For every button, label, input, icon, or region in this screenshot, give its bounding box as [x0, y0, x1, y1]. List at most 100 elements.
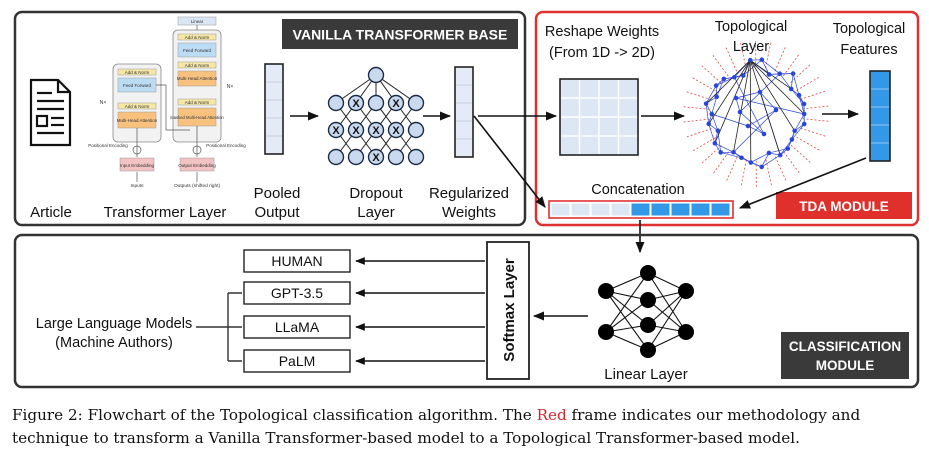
output-gpt-3-5-label: GPT-3.5 — [271, 285, 323, 301]
softmax-layer-label: Softmax Layer — [501, 258, 518, 362]
dropout-node — [347, 148, 365, 166]
reg-label-line1: Regularized — [429, 185, 509, 202]
dropout-label-line1: Dropout — [349, 185, 403, 202]
topo-node — [739, 155, 744, 161]
dropout-node — [327, 148, 345, 166]
topo-label-line2: Layer — [733, 39, 769, 55]
topological-features-vector — [869, 70, 891, 162]
encoder-add-norm-mid — [117, 102, 157, 110]
concat-cell-weight — [570, 202, 591, 217]
topo-node — [718, 150, 724, 155]
dropped-node-mark: X — [332, 125, 340, 137]
topo-rays — [682, 39, 830, 189]
topo-node — [721, 76, 727, 82]
dropped-node-mark: X — [372, 125, 380, 137]
topo-node — [714, 94, 719, 100]
concat-cell-topological — [670, 202, 691, 217]
linear-node — [640, 265, 656, 281]
concat-cell-weight — [590, 202, 611, 217]
cls-label-line2: MODULE — [816, 358, 875, 373]
topo-node — [759, 57, 765, 63]
dropout-node — [367, 94, 385, 112]
regularized-weights-vector — [454, 66, 474, 158]
svg-text:Add & Norm: Add & Norm — [185, 35, 210, 40]
svg-text:Add & Norm: Add & Norm — [185, 63, 210, 68]
llm-label-line2: (Machine Authors) — [55, 335, 173, 351]
concat-cell-topological — [650, 202, 671, 217]
output-embedding — [179, 157, 215, 172]
output-gpt-3-5-box — [243, 281, 351, 305]
classification-module-frame — [13, 233, 920, 389]
dropout-node — [367, 121, 385, 139]
regularized-weights-cells — [456, 84, 472, 140]
output-llama-label: LLaMA — [275, 319, 320, 335]
cls-label-line1: CLASSIFICATION — [789, 339, 901, 354]
concat-outline — [548, 200, 734, 219]
transformer-architecture: Add & Norm Feed Forward Add & Norm Multi… — [88, 16, 246, 189]
reshape-weights-grid — [559, 78, 639, 156]
arrow-features-to-concat — [738, 157, 867, 209]
linear-node — [640, 292, 656, 308]
encoder-add-norm-top — [117, 68, 157, 76]
pooled-output-vector — [264, 63, 284, 155]
topo-node — [761, 131, 767, 137]
topo-node — [706, 121, 712, 127]
transformer-layer-label: Transformer Layer — [104, 204, 227, 221]
svg-text:Add & Norm: Add & Norm — [125, 70, 150, 75]
input-embedding — [119, 157, 155, 172]
svg-text:N×: N× — [227, 84, 234, 90]
topo-node — [757, 89, 763, 95]
dropout-node — [347, 121, 365, 139]
svg-text:Input Embedding: Input Embedding — [120, 163, 155, 168]
topo-node — [713, 83, 719, 88]
output-llama-box — [243, 315, 351, 339]
decoder-multi-head-attention — [177, 70, 217, 87]
concatenation-vector — [548, 200, 734, 219]
topo-node — [773, 107, 779, 113]
dropped-node-mark: X — [352, 125, 360, 137]
reg-label-line2: Weights — [442, 204, 496, 221]
topo-node — [709, 111, 715, 117]
topo-node — [731, 149, 736, 155]
concat-cell-topological — [710, 202, 731, 217]
svg-text:Linear: Linear — [191, 19, 204, 24]
linear-layer-label: Linear Layer — [604, 366, 687, 383]
output-human-box — [243, 249, 351, 273]
softmax-layer-box — [486, 241, 530, 380]
topo-node — [801, 101, 807, 107]
topo-node — [740, 73, 746, 78]
dropout-node — [387, 148, 405, 166]
output-palm-box — [243, 349, 351, 373]
topo-node — [801, 121, 807, 127]
decoder-feed-forward — [177, 42, 217, 58]
vanilla-title: VANILLA TRANSFORMER BASE — [293, 27, 508, 43]
llm-label-line1: Large Language Models — [36, 316, 192, 332]
concatenation-label: Concatenation — [591, 182, 685, 198]
article-label: Article — [30, 204, 72, 221]
topo-node — [703, 101, 709, 106]
svg-text:Multi-Head Attention: Multi-Head Attention — [117, 118, 158, 123]
topo-node — [790, 71, 796, 76]
output-human-label: HUMAN — [271, 253, 322, 269]
pooled-label-line2: Output — [254, 204, 300, 221]
svg-text:Outputs (shifted right): Outputs (shifted right) — [174, 183, 221, 189]
caption-prefix: Figure 2: Flowchart of the Topological c… — [12, 406, 537, 424]
topo-node — [777, 71, 783, 76]
svg-text:Positional Encoding: Positional Encoding — [88, 143, 128, 148]
topo-chords — [705, 59, 805, 163]
topo-node — [789, 137, 795, 142]
dropout-node — [407, 121, 425, 139]
arrow-regularized-to-concat — [473, 115, 546, 208]
linear-node — [640, 342, 656, 358]
topo-node — [715, 128, 721, 133]
dropout-node — [367, 148, 385, 166]
linear-node — [640, 317, 656, 333]
topo-node — [737, 109, 743, 115]
svg-text:Add & Norm: Add & Norm — [125, 104, 150, 109]
